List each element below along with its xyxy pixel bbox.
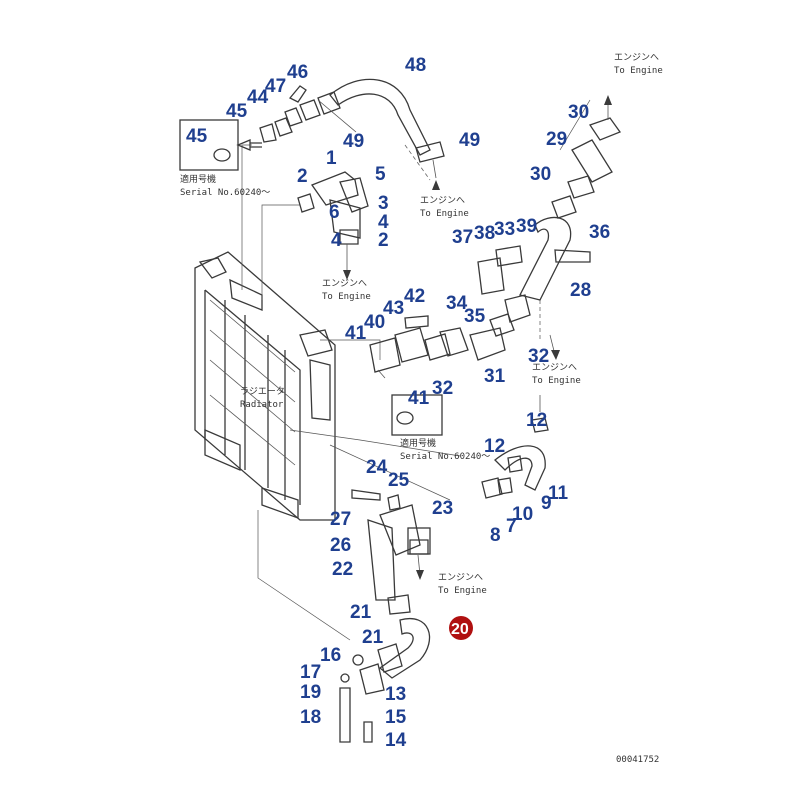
callout-26: 26 xyxy=(330,535,351,556)
callout-12-b: 12 xyxy=(484,436,505,457)
callout-24: 24 xyxy=(366,457,388,478)
note-serial-a: Serial No.60240～ xyxy=(180,188,270,198)
callout-33: 33 xyxy=(494,219,515,240)
leader-lines xyxy=(241,99,591,641)
callout-10: 10 xyxy=(512,504,533,525)
callout-21-a: 21 xyxy=(350,602,372,623)
callout-4-b: 4 xyxy=(331,230,342,251)
note-to-engine-jp-5: エンジンへ xyxy=(438,573,483,583)
note-to-engine-jp-3: エンジンへ xyxy=(322,279,367,289)
callout-44: 44 xyxy=(247,87,269,108)
callout-28: 28 xyxy=(570,280,591,301)
callout-13: 13 xyxy=(385,684,406,705)
filler-elbow-group xyxy=(297,171,369,280)
callout-31: 31 xyxy=(484,366,506,387)
callout-23: 23 xyxy=(432,498,453,519)
radiator-assembly xyxy=(194,251,336,521)
callout-2-a: 2 xyxy=(297,166,308,187)
callout-19: 19 xyxy=(300,682,321,703)
note-serial-jp-b: 適用号機 xyxy=(400,437,436,449)
highlight-circle xyxy=(449,616,473,640)
callout-41-b: 41 xyxy=(408,388,430,409)
drawing-number: 00041752 xyxy=(616,755,659,765)
note-serial-jp-a: 適用号機 xyxy=(180,173,216,185)
callout-35: 35 xyxy=(464,306,486,327)
callout-3: 3 xyxy=(378,193,389,214)
callout-16: 16 xyxy=(320,645,341,666)
callout-38: 38 xyxy=(474,223,495,244)
callout-40: 40 xyxy=(364,312,385,333)
callout-42: 42 xyxy=(404,286,425,307)
callout-17: 17 xyxy=(300,662,321,683)
note-to-engine-jp-4: エンジンへ xyxy=(532,363,577,373)
callout-30-b: 30 xyxy=(530,164,551,185)
callout-49-a: 49 xyxy=(343,131,364,152)
callout-49-b: 49 xyxy=(459,130,480,151)
note-to-engine-2: To Engine xyxy=(420,209,469,219)
callout-47: 47 xyxy=(265,76,286,97)
callout-12-a: 12 xyxy=(526,410,547,431)
callout-7: 7 xyxy=(506,516,517,537)
callout-41-a: 41 xyxy=(345,323,367,344)
callout-48: 48 xyxy=(405,55,426,76)
right-hose-group xyxy=(469,95,622,361)
callout-11: 11 xyxy=(548,483,569,504)
drain-hose-group xyxy=(481,395,549,499)
callout-27: 27 xyxy=(330,509,351,530)
callout-numbers: 46 47 44 45 45 48 49 49 1 2 5 3 6 4 4 2 … xyxy=(186,55,610,751)
callout-30-a: 30 xyxy=(568,102,589,123)
callout-37: 37 xyxy=(452,227,473,248)
callout-22: 22 xyxy=(332,559,353,580)
note-to-engine-4: To Engine xyxy=(532,376,581,386)
callout-39: 39 xyxy=(516,216,537,237)
note-to-engine-3: To Engine xyxy=(322,292,371,302)
callout-5: 5 xyxy=(375,164,386,185)
callout-1: 1 xyxy=(326,148,337,169)
mid-connector-group xyxy=(369,315,469,436)
callout-9: 9 xyxy=(541,493,552,514)
callout-34: 34 xyxy=(446,293,468,314)
note-to-engine-5: To Engine xyxy=(438,586,487,596)
serial-box-upper xyxy=(179,119,262,171)
note-radiator: Radiator xyxy=(240,400,284,410)
callout-6: 6 xyxy=(329,202,340,223)
text-notes: エンジンへ To Engine エンジンへ To Engine エンジンへ To… xyxy=(180,53,663,765)
callout-2-b: 2 xyxy=(378,230,389,251)
note-to-engine-1: To Engine xyxy=(614,66,663,76)
callout-14: 14 xyxy=(385,730,407,751)
note-radiator-jp: ラジエータ xyxy=(240,386,285,397)
callout-29: 29 xyxy=(546,129,567,150)
callout-43: 43 xyxy=(383,298,404,319)
note-to-engine-jp-2: エンジンへ xyxy=(420,196,465,206)
callout-21-b: 21 xyxy=(362,627,384,648)
upper-hose-group xyxy=(259,78,445,190)
callout-25: 25 xyxy=(388,470,410,491)
callout-36: 36 xyxy=(589,222,610,243)
callout-8: 8 xyxy=(490,525,501,546)
lower-pipe-group xyxy=(339,489,431,743)
callout-32-a: 32 xyxy=(528,346,549,367)
callout-45-a: 45 xyxy=(226,101,248,122)
callout-4-a: 4 xyxy=(378,212,389,233)
callout-45-b: 45 xyxy=(186,126,208,147)
callout-18: 18 xyxy=(300,707,321,728)
callout-32-b: 32 xyxy=(432,378,453,399)
note-serial-b: Serial No.60240～ xyxy=(400,452,490,462)
highlight-callout-20: 20 xyxy=(449,616,473,640)
note-to-engine-jp-1: エンジンへ xyxy=(614,53,659,63)
callout-15: 15 xyxy=(385,707,407,728)
callout-46: 46 xyxy=(287,62,308,83)
highlight-label: 20 xyxy=(451,621,469,638)
